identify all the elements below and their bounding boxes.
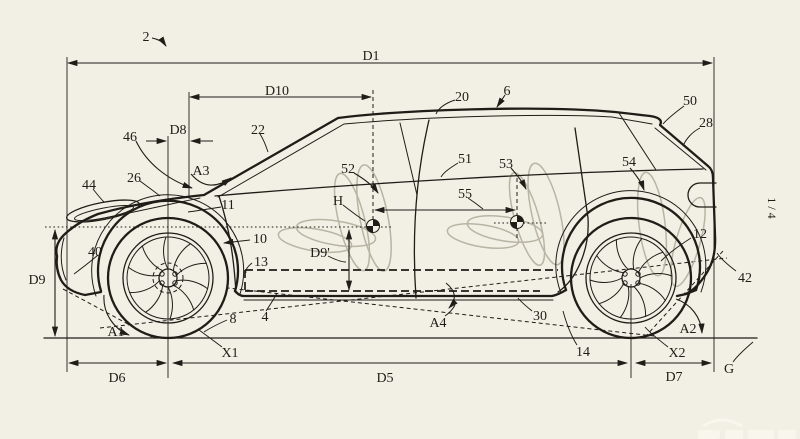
arc-a3 (190, 173, 232, 186)
label-44: 44 (82, 178, 96, 193)
label-4: 4 (262, 310, 269, 325)
label-2: 2 (143, 30, 150, 45)
label-22: 22 (251, 123, 265, 138)
arc-a1 (103, 294, 130, 336)
label-6: 6 (504, 84, 511, 99)
label-8: 8 (230, 312, 237, 327)
front-h-point-marker (366, 219, 380, 233)
label-26: 26 (127, 171, 141, 186)
label-h: H (333, 194, 343, 209)
label-28: 28 (699, 116, 713, 131)
label-10: 10 (253, 232, 267, 247)
dimension-lines (51, 59, 714, 367)
label-a1: A1 (107, 325, 124, 340)
label-d6: D6 (108, 371, 125, 386)
labels: 2 D1 D10 D8 46 A3 22 26 44 40 D9 11 10 1… (28, 30, 752, 386)
label-d9: D9 (28, 273, 45, 288)
label-40: 40 (88, 245, 102, 260)
label-50: 50 (683, 94, 697, 109)
label-51: 51 (458, 152, 472, 167)
label-13: 13 (254, 255, 268, 270)
label-a2: A2 (679, 322, 696, 337)
angle-arcs (103, 173, 705, 336)
label-14: 14 (576, 345, 590, 360)
label-d7: D7 (665, 370, 682, 385)
label-d9-prime: D9' (310, 246, 330, 261)
car-body-outline (55, 107, 717, 301)
arc-a4 (445, 282, 458, 309)
seat-outlines (277, 162, 706, 288)
label-20: 20 (455, 90, 469, 105)
watermark (698, 418, 796, 439)
label-53: 53 (499, 157, 513, 172)
label-a3: A3 (192, 164, 209, 179)
label-54: 54 (622, 155, 636, 170)
battery-pack-dashed-box (244, 269, 558, 292)
label-12: 12 (693, 227, 707, 242)
label-x2: X2 (668, 346, 685, 361)
label-a4: A4 (429, 316, 446, 331)
leader-lines (73, 36, 754, 363)
label-d1: D1 (362, 49, 379, 64)
label-55: 55 (458, 187, 472, 202)
sheet-number: 1 / 4 (765, 197, 779, 218)
tail-lamp (687, 182, 717, 208)
label-42: 42 (738, 271, 752, 286)
arc-a2 (675, 298, 705, 335)
label-g: G (724, 362, 734, 377)
label-x1: X1 (221, 346, 238, 361)
label-11: 11 (221, 198, 234, 213)
label-52: 52 (341, 162, 355, 177)
rear-h-point-marker (510, 215, 524, 229)
label-46: 46 (123, 130, 137, 145)
label-d10: D10 (265, 84, 289, 99)
label-30: 30 (533, 309, 547, 324)
label-d5: D5 (376, 371, 393, 386)
label-d8: D8 (169, 123, 186, 138)
